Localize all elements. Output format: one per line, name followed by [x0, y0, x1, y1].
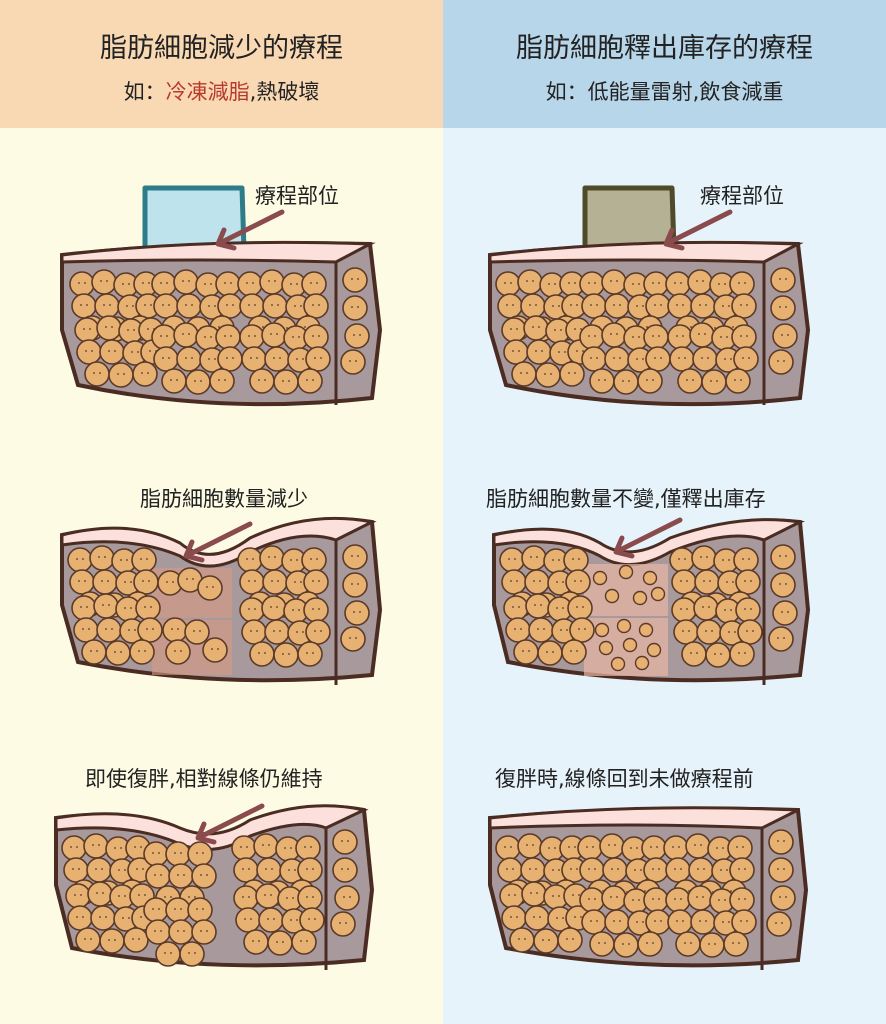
left-header: 脂肪細胞減少的療程 如：冷凍減脂,熱破壞: [0, 0, 443, 128]
right-tissue-block-1: [488, 185, 811, 407]
left-tissue-block-3: [54, 806, 375, 970]
right-caption-cells-unchanged: 脂肪細胞數量不變,僅釋出庫存: [486, 487, 766, 511]
left-example: 如：冷凍減脂,熱破壞: [0, 76, 443, 106]
right-tissue-block-2: [492, 520, 811, 685]
left-caption-cells-reduced: 脂肪細胞數量減少: [140, 487, 308, 511]
right-caption-treatment-site: 療程部位: [700, 184, 784, 208]
left-example-highlight: 冷凍減脂: [165, 80, 250, 104]
left-caption-treatment-site: 療程部位: [255, 184, 339, 208]
left-title: 脂肪細胞減少的療程: [100, 33, 343, 64]
right-header: 脂肪細胞釋出庫存的療程 如：低能量雷射,飲食減重: [443, 0, 886, 128]
left-tissue-block-1: [60, 185, 383, 407]
right-tissue-block-3: [488, 806, 809, 970]
left-tissue-block-2: [60, 516, 383, 685]
laser-device-icon: [582, 185, 677, 253]
left-example-rest: ,熱破壞: [249, 80, 320, 104]
left-example-prefix: 如：: [123, 80, 166, 104]
left-caption-rebound-maintained: 即使復胖,相對線條仍維持: [85, 767, 323, 791]
right-caption-rebound-lines-return: 復胖時,線條回到未做療程前: [495, 767, 754, 791]
right-title: 脂肪細胞釋出庫存的療程: [516, 33, 813, 64]
right-example: 如：低能量雷射,飲食減重: [545, 80, 784, 104]
